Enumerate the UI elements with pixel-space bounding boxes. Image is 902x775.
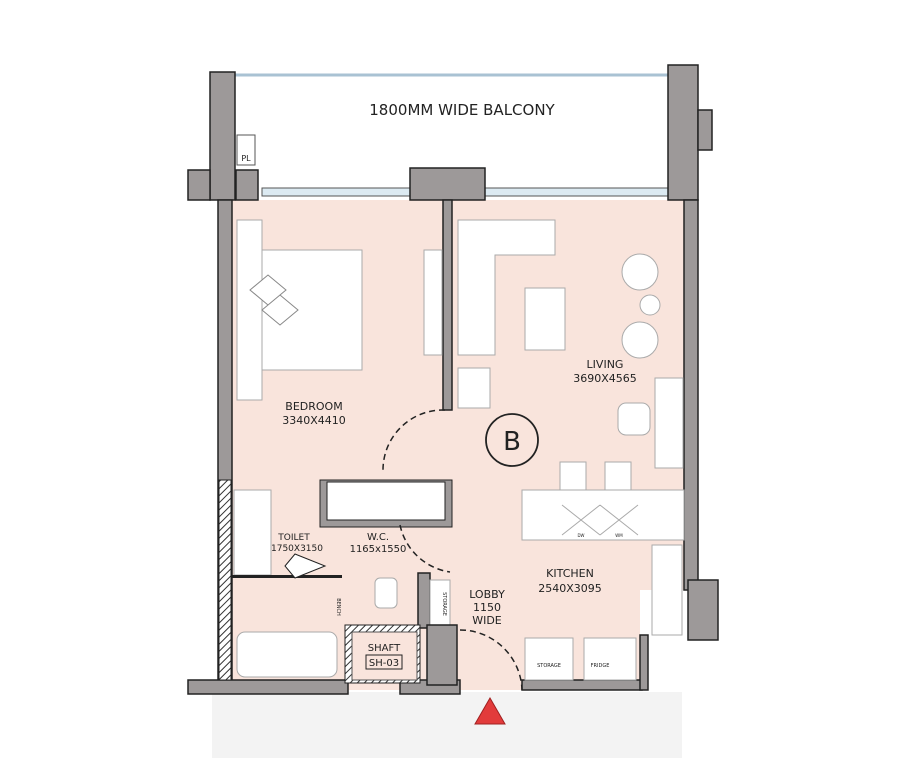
sofa [457,219,556,356]
kitchen-name: KITCHEN [546,567,594,580]
bedroom-name: BEDROOM [285,400,342,413]
toilet-seat [374,577,398,609]
wardrobe [423,249,443,356]
appliances [561,504,639,536]
wc-storage-label: STORAGE [441,592,447,616]
shower [284,553,327,579]
pl-box [236,134,256,166]
wc-void [326,481,446,521]
bathtub [236,631,338,678]
living-size: 3690X4565 [573,372,637,385]
storage-wall [417,572,431,629]
pillar-left-ext [187,169,211,201]
bench-label: BENCH [335,598,341,616]
bedroom-size: 3340X4410 [282,414,346,427]
sliding-door-right [484,187,669,197]
pillar-right [667,64,699,201]
kitchen-island [521,489,685,541]
chair [621,253,659,291]
wc-door-swing [399,524,451,573]
kitchen-size: 2540X3095 [538,582,602,595]
partition-bed-living [442,199,453,411]
shaft [351,631,418,681]
lobby-size: 1150 [473,601,501,614]
pl-label: PL [241,154,251,163]
shaft-name: SHAFT [368,643,401,654]
unit-badge [485,413,539,467]
lobby-extra: WIDE [472,614,502,627]
corridor-strip [212,692,682,758]
entry-arrow-icon [474,696,506,725]
wall-right [683,199,699,591]
entry-door-swing [459,629,523,691]
shaft-code: SH-03 [369,658,399,669]
bedroom-door-swing [382,409,446,471]
living-name: LIVING [587,358,624,371]
pillar-right-ext [697,109,713,151]
kitchen-storage [524,637,574,681]
kitchen-counter [651,544,683,636]
toilet-name: TOILET [277,533,310,543]
wc-name: W.C. [367,532,389,543]
pillar-left-ext2 [235,169,259,201]
balcony-label: 1800MM WIDE BALCONY [369,101,555,119]
wall-kitchen-notch [639,634,649,691]
toilet-partition [232,575,342,578]
pillar-middle [409,167,486,201]
ottoman [457,367,491,409]
wm-label: WM [615,533,623,538]
pillar-right-bottom [687,579,719,641]
wall-bottom-left [187,679,349,695]
storage-label: STORAGE [537,663,561,669]
pillar-left [209,71,236,201]
lobby-pillar [426,624,458,686]
chair [617,402,651,436]
fridge [583,637,637,681]
side-table [639,294,661,316]
unit-label: B [503,427,521,457]
lobby-name: LOBBY [469,588,505,601]
wc-size: 1165x1550 [350,544,407,555]
bar-stool [559,461,587,491]
sliding-door-left [261,187,411,197]
hatched-wall-toilet [218,479,232,681]
wall-bottom-right [521,679,643,691]
vanity [233,489,272,576]
bar-stool [604,461,632,491]
tv-unit [654,377,684,469]
coffee-table [524,287,566,351]
shaft-code-box [365,654,403,670]
dw-label: DW [577,533,584,538]
toilet-size: 1750X3150 [271,544,323,554]
bed-headboard [236,219,263,401]
pillows [249,274,299,326]
chair [621,321,659,359]
fridge-label: FRIDGE [591,663,610,669]
